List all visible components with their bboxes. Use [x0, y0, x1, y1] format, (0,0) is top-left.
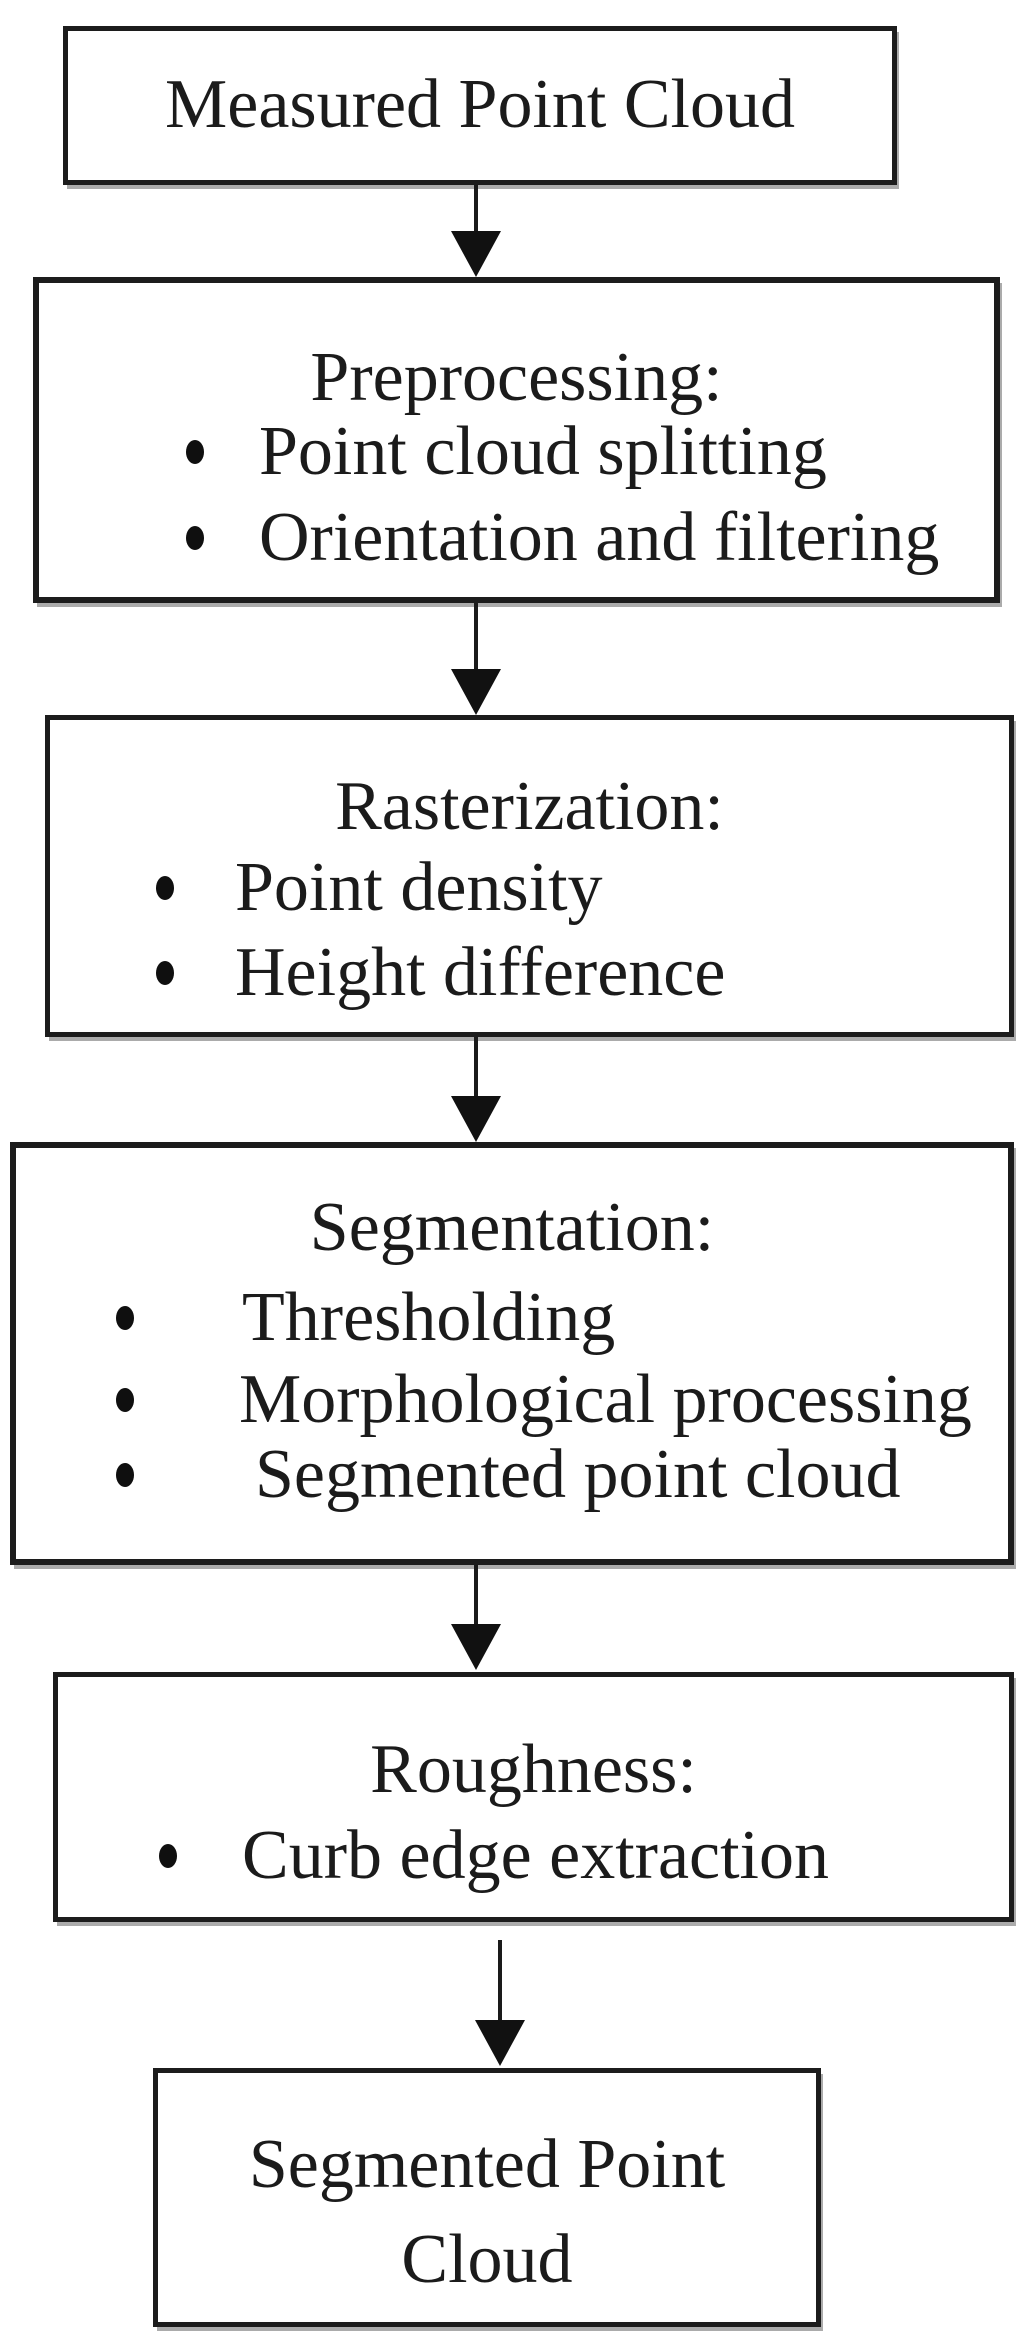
node-rasterization: [45, 715, 1014, 1037]
bullet-icon: [116, 1388, 134, 1412]
arrow-line: [474, 185, 478, 235]
bullet-icon: [186, 440, 204, 464]
node-segmentation: [10, 1142, 1014, 1565]
bullet-item: Height difference: [0, 938, 1024, 1008]
bullet-icon: [116, 1463, 134, 1487]
arrow-line: [474, 1037, 478, 1098]
arrow-down-icon: [451, 1624, 501, 1670]
bullet-item: Orientation and filtering: [0, 503, 1024, 573]
arrow-line: [474, 603, 478, 671]
arrow-down-icon: [451, 669, 501, 715]
node-title-segmented-point-cloud-line1: Segmented Point: [248, 2126, 726, 2203]
node-title-segmentation: Segmentation:: [309, 1189, 715, 1266]
node-segmented-point-cloud: [153, 2068, 821, 2327]
bullet-text: Height difference: [235, 934, 726, 1011]
bullet-icon: [156, 961, 174, 985]
arrow-line: [498, 1940, 502, 2022]
bullet-item: Point cloud splitting: [0, 417, 1024, 487]
bullet-text: Morphological processing: [239, 1361, 972, 1438]
node-title-segmented-point-cloud-line2: Cloud: [401, 2221, 573, 2298]
bullet-icon: [116, 1306, 134, 1330]
node-measured-point-cloud: [63, 26, 897, 185]
bullet-text: Segmented point cloud: [255, 1436, 901, 1513]
bullet-text: Point cloud splitting: [259, 413, 827, 490]
bullet-text: Thresholding: [242, 1279, 616, 1356]
bullet-item: Segmented point cloud: [0, 1440, 1024, 1510]
bullet-text: Point density: [235, 849, 603, 926]
bullet-icon: [186, 526, 204, 550]
node-title-rasterization: Rasterization:: [335, 768, 724, 845]
bullet-icon: [156, 876, 174, 900]
node-title-preprocessing: Preprocessing:: [310, 339, 723, 416]
bullet-item: Point density: [0, 853, 1024, 923]
bullet-item: Thresholding: [0, 1283, 1024, 1353]
arrow-line: [474, 1565, 478, 1626]
node-roughness: [53, 1672, 1014, 1922]
bullet-icon: [159, 1844, 177, 1868]
bullet-text: Curb edge extraction: [242, 1817, 830, 1894]
arrow-down-icon: [451, 1096, 501, 1142]
node-title-roughness: Roughness:: [370, 1731, 697, 1808]
arrow-down-icon: [451, 231, 501, 277]
bullet-item: Morphological processing: [0, 1365, 1024, 1435]
arrow-down-icon: [475, 2020, 525, 2066]
node-title-measured-point-cloud: Measured Point Cloud: [165, 66, 795, 143]
bullet-item: Curb edge extraction: [0, 1821, 1024, 1891]
bullet-text: Orientation and filtering: [259, 499, 940, 576]
